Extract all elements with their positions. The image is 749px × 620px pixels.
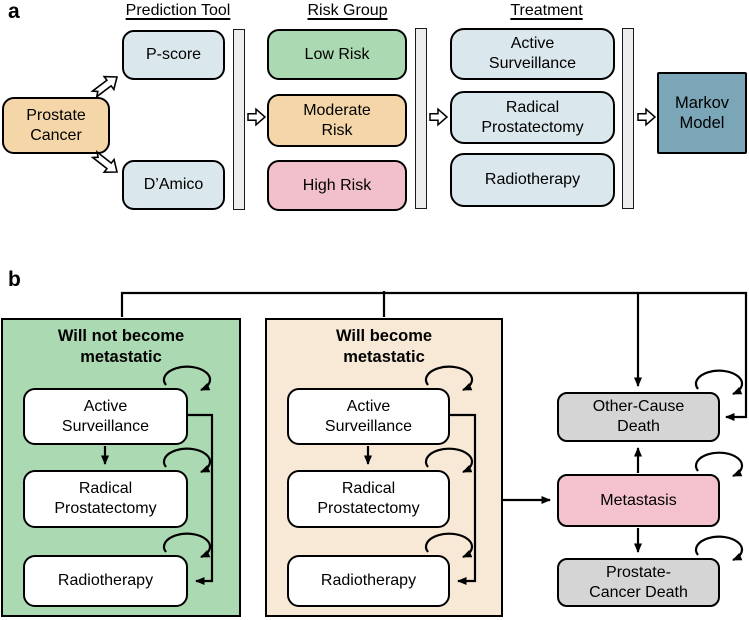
p-score-node: P-score	[122, 30, 225, 80]
panel-a-label: a	[8, 0, 20, 23]
self-loop-metastasis	[694, 451, 744, 478]
separator-bar-2	[415, 28, 427, 209]
radical-prostatectomy-node-a: Radical Prostatectomy	[450, 91, 615, 144]
damico-node: D’Amico	[122, 160, 225, 210]
panel-b-label: b	[8, 268, 21, 291]
header-treatment: Treatment	[510, 2, 583, 19]
metastasis-state: Metastasis	[557, 474, 720, 527]
prostate-cancer-node: Prostate Cancer	[2, 97, 110, 154]
active-surveillance-state-met: Active Surveillance	[287, 388, 450, 445]
arrow-bar1-to-riskgroup	[247, 107, 267, 127]
active-surveillance-node-a: Active Surveillance	[450, 28, 615, 80]
prostate-cancer-death-state: Prostate- Cancer Death	[557, 558, 720, 607]
non-metastatic-panel-title: Will not become metastatic	[57, 327, 185, 366]
high-risk-node: High Risk	[267, 160, 407, 211]
radiotherapy-node-a: Radiotherapy	[450, 153, 615, 207]
header-risk-group: Risk Group	[307, 2, 388, 19]
self-loop-prostate-cancer-death	[694, 535, 744, 562]
arrow-prostate-to-pscore	[90, 75, 119, 99]
separator-bar-1	[233, 29, 245, 210]
header-prediction-tool: Prediction Tool	[125, 2, 231, 19]
other-cause-death-state: Other-Cause Death	[557, 392, 720, 442]
radiotherapy-state-nonmet: Radiotherapy	[23, 555, 188, 607]
moderate-risk-node: Moderate Risk	[267, 94, 407, 147]
radiotherapy-state-met: Radiotherapy	[287, 555, 450, 607]
separator-bar-3	[622, 28, 634, 209]
markov-model-node: Markov Model	[657, 72, 747, 154]
active-surveillance-state-nonmet: Active Surveillance	[23, 388, 188, 445]
low-risk-node: Low Risk	[267, 29, 407, 80]
metastatic-panel-title: Will become metastatic	[335, 327, 433, 366]
arrow-bar3-to-markov	[637, 107, 657, 127]
self-loop-other-cause-death	[694, 369, 744, 396]
radical-prostatectomy-state-met: Radical Prostatectomy	[287, 470, 450, 528]
radical-prostatectomy-state-nonmet: Radical Prostatectomy	[23, 470, 188, 528]
arrow-bar2-to-treatment	[429, 107, 449, 127]
